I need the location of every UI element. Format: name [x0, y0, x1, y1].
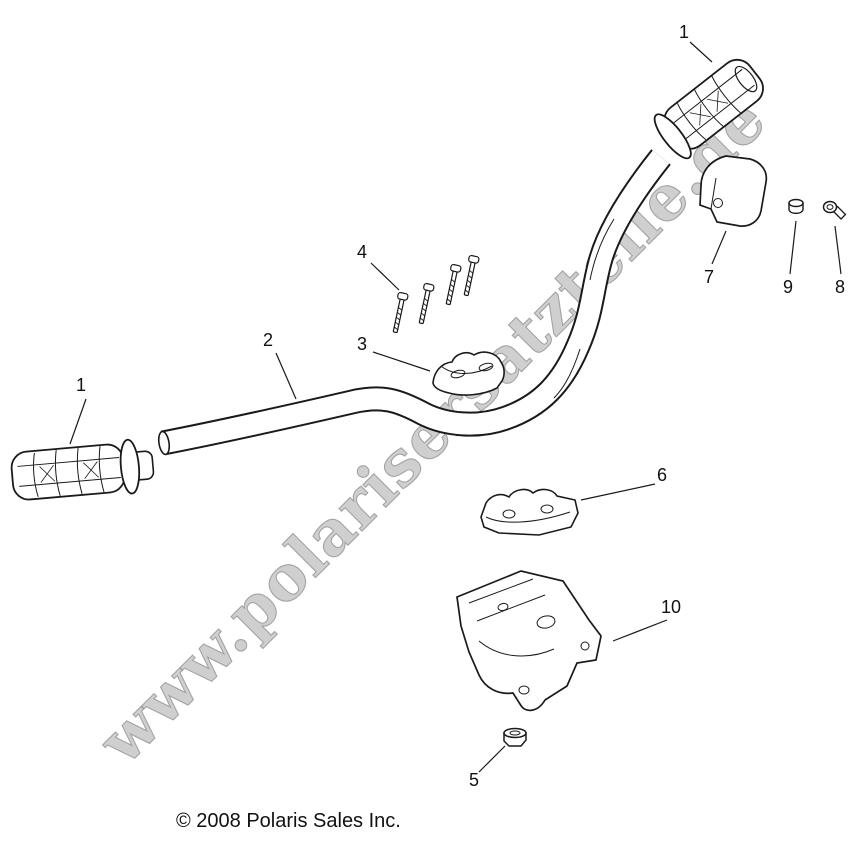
- callout-label-4: 4: [357, 242, 367, 262]
- callout-label-3: 3: [357, 334, 367, 354]
- right-grip: [653, 58, 764, 160]
- callout-label-8: 8: [835, 277, 845, 297]
- leader-line: [370, 262, 400, 291]
- callout-label-1-left: 1: [76, 375, 86, 395]
- upper-clamp: [432, 351, 505, 396]
- callout-label-9: 9: [783, 277, 793, 297]
- copyright-text: © 2008 Polaris Sales Inc.: [176, 810, 401, 832]
- tube-bend-line: [553, 348, 581, 399]
- nut-9: [788, 198, 804, 215]
- clamp-screw: [460, 254, 480, 297]
- left-grip: [10, 438, 155, 501]
- callout-leader-lines: [69, 41, 842, 773]
- callout-label-6: 6: [657, 465, 667, 485]
- cover-block: [699, 155, 768, 227]
- callout-label-5: 5: [469, 770, 479, 790]
- clamp-screw: [442, 263, 462, 306]
- leader-line: [834, 225, 842, 275]
- screw-8: [822, 200, 847, 220]
- tube-open-end: [157, 430, 171, 456]
- callout-label-1-right: 1: [679, 22, 689, 42]
- clamp-screws: [389, 254, 480, 334]
- leader-line: [789, 220, 797, 275]
- callout-label-7: 7: [704, 267, 714, 287]
- callout-labels: 1 7 9 8 4 3 2 1 6 10 5: [76, 22, 845, 790]
- leader-line: [372, 351, 431, 372]
- clamp-screw: [389, 291, 409, 334]
- leader-line: [612, 619, 668, 642]
- leader-line: [711, 230, 727, 265]
- callout-label-2: 2: [263, 330, 273, 350]
- tube-bend-line: [589, 218, 615, 281]
- handlebar-tube: [157, 149, 671, 456]
- leader-line: [478, 745, 506, 773]
- mounting-bracket: [456, 570, 602, 712]
- leader-line: [580, 483, 656, 501]
- flange-nut-5: [503, 727, 527, 747]
- leader-line: [275, 352, 297, 400]
- lower-clamp: [480, 488, 579, 536]
- leader-line: [689, 41, 713, 63]
- leader-line: [69, 398, 87, 445]
- clamp-screw: [415, 282, 435, 325]
- callout-label-10: 10: [661, 597, 681, 617]
